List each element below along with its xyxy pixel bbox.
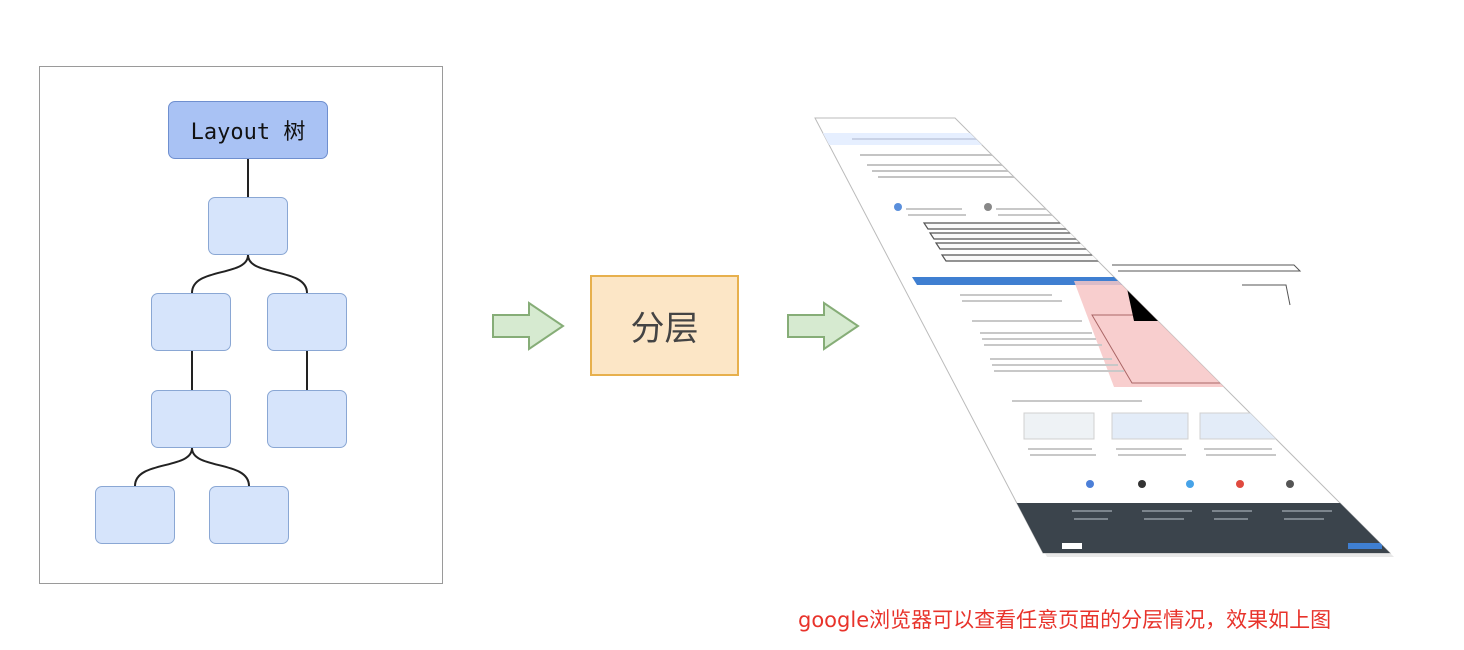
tree-node bbox=[95, 486, 175, 544]
root-node-label: Layout 树 bbox=[190, 120, 306, 145]
layered-page-illustration bbox=[814, 117, 1394, 557]
tree-node bbox=[209, 486, 289, 544]
composited-layer-black bbox=[1122, 265, 1304, 321]
edge-mid-to-bottom-left bbox=[134, 447, 193, 487]
tree-node bbox=[267, 293, 347, 351]
tree-connectors bbox=[134, 159, 308, 487]
tree-node bbox=[267, 390, 347, 448]
tree-node bbox=[208, 197, 288, 255]
hero-illustration bbox=[1050, 163, 1140, 205]
layering-process-label: 分层 bbox=[630, 309, 699, 349]
edge-mid-to-bottom-right bbox=[191, 447, 250, 487]
edge-n1-to-left bbox=[191, 254, 249, 294]
tree-node bbox=[151, 390, 231, 448]
tree-node bbox=[151, 293, 231, 351]
caption-text: google浏览器可以查看任意页面的分层情况，效果如上图 bbox=[798, 608, 1332, 632]
edge-n1-to-right bbox=[247, 254, 308, 294]
layering-process-box: 分层 bbox=[590, 275, 739, 376]
right-arrow-icon bbox=[492, 301, 565, 351]
root-node-layout-tree: Layout 树 bbox=[168, 101, 328, 159]
right-arrow-icon bbox=[787, 301, 860, 351]
layout-tree-panel: Layout 树 bbox=[39, 66, 443, 584]
